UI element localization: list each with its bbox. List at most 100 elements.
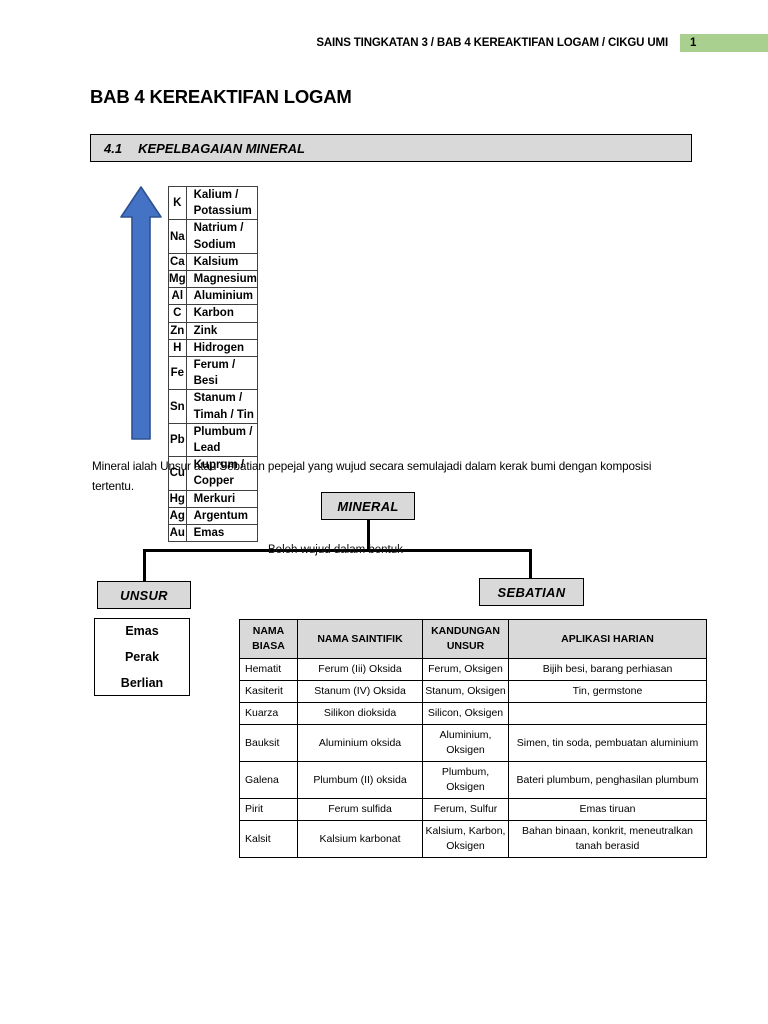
cell-nama-saintifik: Stanum (IV) Oksida [297,680,423,703]
cell-nama-saintifik: Kalsium karbonat [297,820,423,858]
element-symbol: Pb [168,422,187,458]
cell-kandungan-unsur: Plumbum, Oksigen [422,761,509,799]
cell-aplikasi-harian [508,702,707,725]
section-number: 4.1 [104,140,123,156]
column-header-aplikasi-harian: APLIKASI HARIAN [508,619,707,659]
cell-nama-saintifik: Ferum sulfida [297,798,423,821]
element-name: Zink [185,321,258,340]
element-symbol: Mg [168,270,187,289]
reactivity-up-arrow-icon [120,186,162,440]
table-row: Pirit Ferum sulfida Ferum, Sulfur Emas t… [239,798,707,821]
element-symbol: H [168,338,187,358]
section-heading-bar: 4.1 KEPELBAGAIAN MINERAL [90,134,692,162]
element-symbol: Hg [168,489,187,508]
element-name: Karbon [185,304,258,323]
connector-vertical-root [367,520,370,551]
column-header-kandungan-unsur: KANDUNGAN UNSUR [422,619,509,659]
cell-nama-biasa: Kuarza [239,702,298,725]
cell-kandungan-unsur: Silicon, Oksigen [422,702,509,725]
page-header: SAINS TINGKATAN 3 / BAB 4 KEREAKTIFAN LO… [0,33,768,53]
minerals-table-body: Hematit Ferum (Iii) Oksida Ferum, Oksige… [239,658,707,858]
connector-label: Boleh wujud dalam bentuk [268,544,403,556]
cell-nama-biasa: Hematit [239,658,298,681]
element-symbol: K [168,185,187,221]
cell-aplikasi-harian: Bahan binaan, konkrit, meneutralkan tana… [508,820,707,858]
cell-aplikasi-harian: Bateri plumbum, penghasilan plumbum [508,761,707,799]
unsur-example-item: Emas [125,624,159,638]
connector-horizontal [143,549,532,552]
cell-aplikasi-harian: Tin, germstone [508,680,707,703]
table-row: Kuarza Silikon dioksida Silicon, Oksigen [239,702,707,725]
element-name: Kalium / Potassium [185,185,258,221]
element-symbol: C [168,304,187,323]
table-header-row: NAMA BIASA NAMA SAINTIFIK KANDUNGAN UNSU… [239,619,707,659]
column-header-nama-saintifik: NAMA SAINTIFIK [297,619,423,659]
table-row: Kalsit Kalsium karbonat Kalsium, Karbon,… [239,820,707,858]
cell-kandungan-unsur: Ferum, Sulfur [422,798,509,821]
mineral-definition-text: Mineral ialah Unsur atau Sebatian pepeja… [92,460,652,493]
element-symbol: Al [168,287,187,306]
cell-nama-biasa: Galena [239,761,298,799]
flow-node-unsur: UNSUR [97,581,191,609]
header-breadcrumb: SAINS TINGKATAN 3 / BAB 4 KEREAKTIFAN LO… [316,37,668,49]
cell-nama-saintifik: Ferum (Iii) Oksida [297,658,423,681]
cell-kandungan-unsur: Kalsium, Karbon, Oksigen [422,820,509,858]
element-name: Plumbum / Lead [185,422,258,458]
cell-nama-saintifik: Plumbum (II) oksida [297,761,423,799]
element-symbol: Sn [168,389,187,424]
element-name: Natrium / Sodium [185,219,258,254]
element-name: Hidrogen [185,338,258,358]
cell-kandungan-unsur: Ferum, Oksigen [422,658,509,681]
minerals-table-head: NAMA BIASA NAMA SAINTIFIK KANDUNGAN UNSU… [239,619,707,659]
cell-aplikasi-harian: Simen, tin soda, pembuatan aluminium [508,724,707,762]
element-name: Kalsium [185,252,258,272]
connector-vertical-right [529,549,532,579]
cell-nama-saintifik: Aluminium oksida [297,724,423,762]
element-symbol: Cu [168,456,187,491]
minerals-table: NAMA BIASA NAMA SAINTIFIK KANDUNGAN UNSU… [239,619,707,858]
table-row: Galena Plumbum (II) oksida Plumbum, Oksi… [239,761,707,799]
mineral-flow-diagram: MINERAL Boleh wujud dalam bentuk UNSUR S… [0,492,768,617]
cell-kandungan-unsur: Aluminium, Oksigen [422,724,509,762]
page-number-badge: 1 [680,34,768,52]
cell-nama-biasa: Kalsit [239,820,298,858]
unsur-example-item: Berlian [120,676,164,690]
page-title: BAB 4 KEREAKTIFAN LOGAM [90,86,352,107]
element-name: Magnesium [185,270,258,289]
unsur-examples-box: Emas Perak Berlian [94,618,190,696]
cell-nama-biasa: Pirit [239,798,298,821]
element-name: Merkuri [185,489,258,508]
element-name: Stanum / Timah / Tin [185,389,258,424]
element-name: Argentum [185,506,258,526]
cell-aplikasi-harian: Bijih besi, barang perhiasan [508,658,707,681]
element-name: Kuprum / Copper [185,456,258,491]
section-title: KEPELBAGAIAN MINERAL [138,140,305,156]
cell-nama-saintifik: Silikon dioksida [297,702,423,725]
cell-kandungan-unsur: Stanum, Oksigen [422,680,509,703]
cell-nama-biasa: Kasiterit [239,680,298,703]
element-symbol: Zn [168,321,187,340]
table-row: Kasiterit Stanum (IV) Oksida Stanum, Oks… [239,680,707,703]
cell-nama-biasa: Bauksit [239,724,298,762]
element-name: Aluminium [185,287,258,306]
table-row: Bauksit Aluminium oksida Aluminium, Oksi… [239,724,707,762]
element-name: Ferum / Besi [185,356,258,391]
element-name: Emas [185,524,258,543]
element-symbol: Ag [168,506,187,526]
